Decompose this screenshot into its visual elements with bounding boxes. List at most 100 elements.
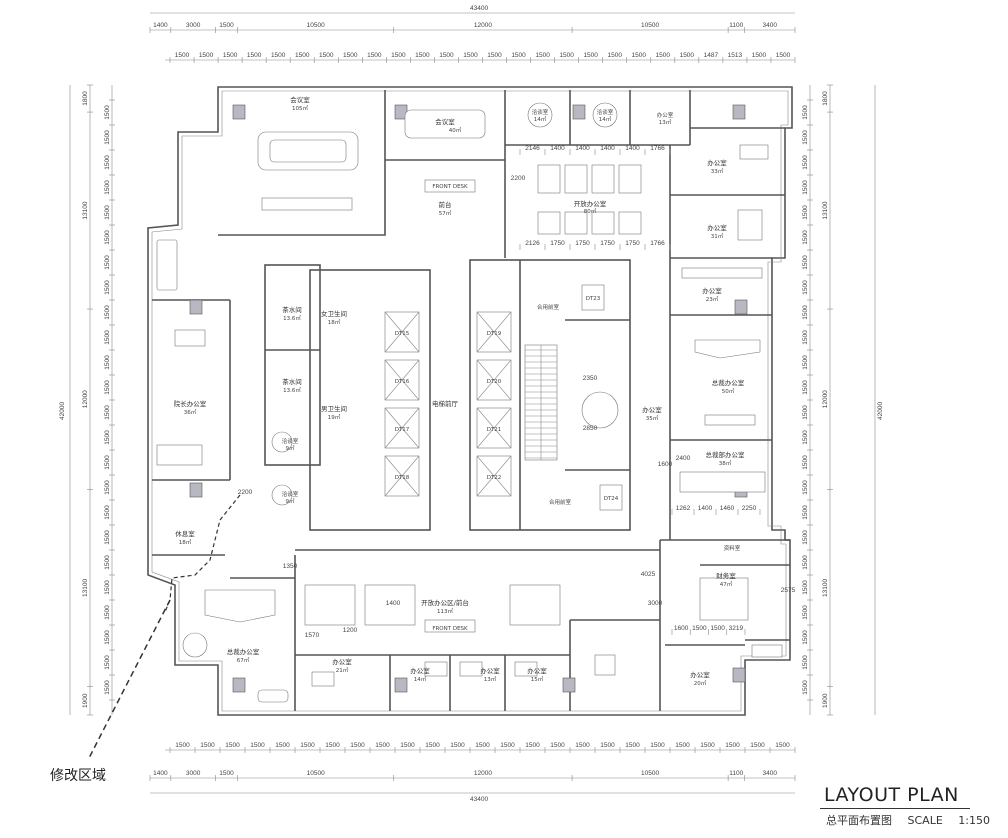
dim-label: 1500 (104, 155, 111, 170)
room-area: 31㎡ (711, 232, 724, 240)
room-name: 办公室 (707, 158, 727, 167)
room-area: 18㎡ (179, 538, 192, 546)
dim-label: 12000 (822, 390, 829, 408)
dim-label: 1500 (104, 180, 111, 195)
room-name: 茶水间 (282, 377, 302, 386)
elevator-label: DT20 (487, 379, 502, 385)
dim-label: 1750 (625, 240, 640, 247)
dim-label: 1500 (802, 530, 809, 545)
dim-label: 1500 (802, 105, 809, 120)
dim-label: 1500 (802, 655, 809, 670)
dim-label: 1500 (223, 52, 238, 59)
dim-label: 12000 (82, 390, 89, 408)
elevator-label: DT16 (395, 379, 410, 385)
elevator-cross (476, 407, 512, 449)
dim-label: 1500 (692, 625, 707, 632)
dim-label: 1500 (391, 52, 406, 59)
dim-label: 1500 (750, 742, 765, 749)
drawing-subtitle: 总平面布置图 (826, 814, 892, 827)
room-name: 开放办公区/前台 (421, 598, 469, 607)
room-name: 办公室 (690, 670, 710, 679)
dim-label: 1500 (802, 155, 809, 170)
dim-label: 1500 (104, 205, 111, 220)
column (732, 667, 746, 683)
right-minor-dims: 1500 1500 1500 1500 1500 1500 1500 1500 1500 1500… (802, 99, 813, 701)
dim-label: 13100 (82, 201, 89, 219)
dim-label: 2200 (511, 175, 526, 182)
dim-label: 2850 (583, 425, 598, 432)
dim-label: 10500 (641, 22, 659, 29)
dim-label: 1600 (658, 461, 673, 468)
room-area: 38㎡ (719, 459, 732, 467)
room-area: 20㎡ (694, 679, 707, 687)
dim-label: 1500 (487, 52, 502, 59)
room-area: 15㎡ (531, 675, 544, 683)
dim-label: 1500 (425, 742, 440, 749)
dim-label: 1400 (550, 145, 565, 152)
elevator-cross (384, 455, 420, 497)
dim-label: 1500 (295, 52, 310, 59)
column (189, 482, 203, 498)
room-area: 113㎡ (437, 607, 453, 615)
elevator-label: DT17 (395, 427, 410, 433)
title-underline (820, 808, 970, 809)
dim-label: 1500 (802, 605, 809, 620)
room-name: 茶水间 (282, 305, 302, 314)
dim-label: 3000 (648, 600, 663, 607)
dim-label: 1900 (822, 693, 829, 708)
dim-label: 1500 (104, 455, 111, 470)
room-name: 办公室 (657, 111, 674, 119)
room-area: 67㎡ (237, 656, 250, 664)
dim-label: 1500 (700, 742, 715, 749)
round-table (527, 102, 553, 128)
dim-label: 1500 (415, 52, 430, 59)
dim-label: 1500 (802, 230, 809, 245)
room-name: 会议室 (435, 117, 455, 126)
dim-label: 13100 (82, 579, 89, 597)
dim-label: 1500 (400, 742, 415, 749)
dim-label: 1500 (802, 255, 809, 270)
dim-label: 1200 (343, 627, 358, 634)
room-area: 14㎡ (534, 115, 547, 123)
dim-label: 1766 (650, 240, 665, 247)
dim-label: 1500 (104, 330, 111, 345)
dim-label: 2200 (238, 489, 253, 496)
freight-elevator (599, 484, 623, 511)
room-area: 13.6㎡ (283, 314, 301, 322)
dim-label: 1500 (802, 380, 809, 395)
dim-label: 1500 (200, 742, 215, 749)
dim-label: 1500 (802, 430, 809, 445)
dim-label: 1400 (153, 22, 168, 29)
front-desk-bottom (424, 619, 476, 633)
total-width-bottom-label: 43400 (470, 796, 488, 803)
elevator-label: DT18 (395, 475, 410, 481)
dim-label: 1500 (802, 680, 809, 695)
room-area: 14㎡ (414, 675, 427, 683)
room-area: 21㎡ (336, 666, 349, 674)
dim-label: 1500 (104, 530, 111, 545)
dim-label: 1487 (704, 52, 719, 59)
drawing-subtitle-row: 总平面布置图 SCALE 1:150 (826, 812, 990, 828)
dim-label: 1500 (225, 742, 240, 749)
dim-label: 1500 (680, 52, 695, 59)
column (189, 299, 203, 315)
dim-label: 3400 (763, 770, 778, 777)
dim-label: 1500 (104, 630, 111, 645)
dim-label: 1800 (82, 91, 89, 106)
room-name: 男卫生间 (321, 404, 347, 413)
room-area: 35㎡ (646, 414, 659, 422)
left-minor-dims: 1500150015001500150015001500150015001500… (104, 99, 115, 701)
dim-label: 1500 (104, 105, 111, 120)
room-area: 19㎡ (328, 413, 341, 421)
dim-label: 1500 (802, 355, 809, 370)
meeting-table (404, 109, 486, 139)
room-name: 休息室 (175, 529, 195, 538)
misc-dims: 2200135014001200157040253000257523502850… (238, 175, 796, 639)
dim-label: 1400 (600, 145, 615, 152)
dim-label: 1500 (725, 742, 740, 749)
elevator-label: DT22 (487, 475, 502, 481)
dim-label: 1500 (104, 605, 111, 620)
